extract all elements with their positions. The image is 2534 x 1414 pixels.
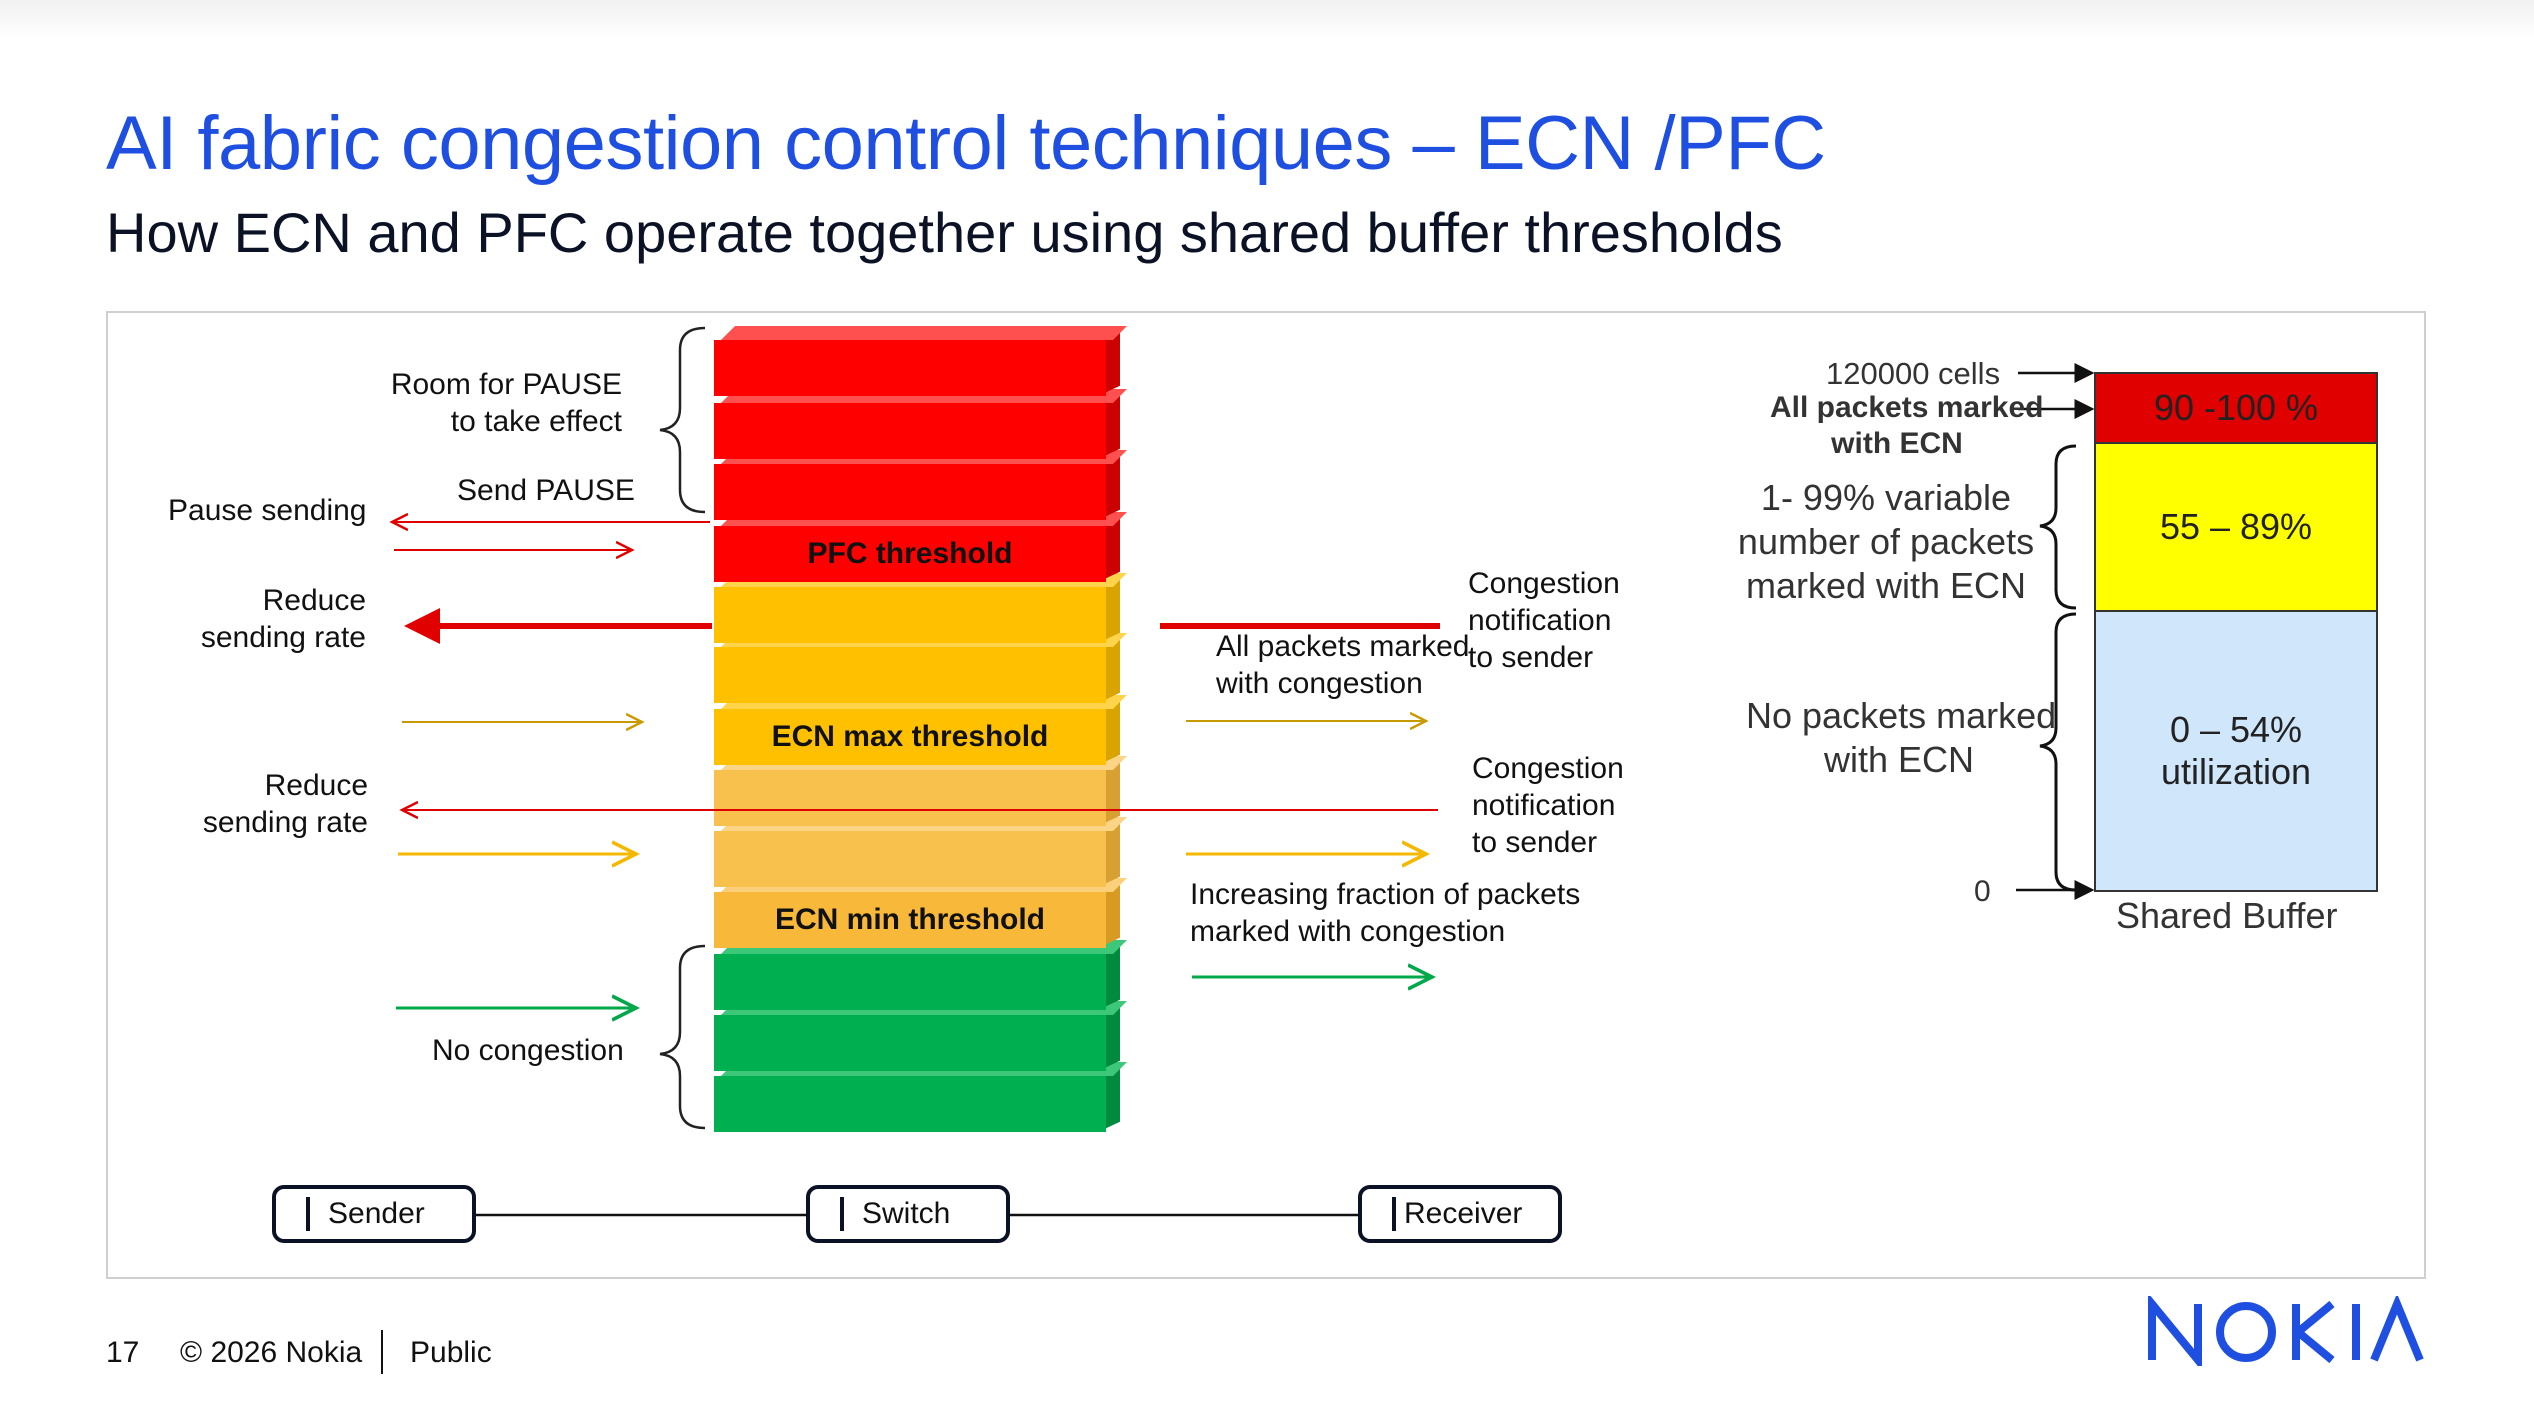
buffer-amber-2 [714, 633, 1127, 703]
buffer-red-2 [714, 389, 1127, 459]
sb-segment-yellow: 55 – 89% [2094, 442, 2378, 612]
ecn-max-threshold-label: ECN max threshold [771, 720, 1049, 753]
buffer-ecn-min: ECN min threshold [714, 878, 1127, 948]
sb-caption: Shared Buffer [2116, 895, 2338, 936]
buffer-pfc: PFC threshold [714, 512, 1127, 582]
ecn-min-threshold-label: ECN min threshold [774, 903, 1045, 936]
label-send-pause: Send PAUSE [457, 474, 635, 507]
label-no-congestion: No congestion [432, 1034, 624, 1067]
sb-segment-blue: 0 – 54%utilization [2094, 610, 2378, 892]
footer-divider [381, 1330, 383, 1374]
page-title: AI fabric congestion control techniques … [106, 101, 1826, 186]
pfc-threshold-label: PFC threshold [807, 537, 1013, 570]
page-number: 17 [106, 1336, 140, 1369]
nokia-logo [2146, 1292, 2426, 1372]
label-pause-sending: Pause sending [168, 494, 367, 527]
buffer-amber-1 [714, 573, 1127, 643]
copyright: © 2026 Nokia [180, 1336, 363, 1369]
classification: Public [410, 1336, 492, 1369]
buffer-lightamber-1 [714, 756, 1127, 826]
sb-segment-red: 90 -100 % [2094, 372, 2378, 444]
switch-node: Switch [806, 1185, 1010, 1243]
sb-top-cells: 120000 cells [1826, 356, 2001, 391]
brace-pause-room [659, 326, 706, 514]
buffer-lightamber-2 [714, 817, 1127, 887]
page-subtitle: How ECN and PFC operate together using s… [106, 201, 1783, 264]
buffer-ecn-max: ECN max threshold [714, 695, 1127, 765]
buffer-red-1 [714, 326, 1127, 396]
brace-none [2039, 612, 2077, 892]
receiver-node: Receiver [1358, 1185, 1562, 1243]
buffer-green-1 [714, 940, 1127, 1010]
sender-node: Sender [272, 1185, 476, 1243]
top-shade [0, 0, 2534, 40]
brace-variable [2039, 444, 2077, 610]
diagram-frame [106, 311, 2426, 1279]
brace-no-congestion [659, 944, 706, 1130]
buffer-green-2 [714, 1001, 1127, 1071]
buffer-red-3 [714, 450, 1127, 520]
sb-zero: 0 [1974, 875, 1991, 908]
buffer-green-3 [714, 1062, 1127, 1132]
